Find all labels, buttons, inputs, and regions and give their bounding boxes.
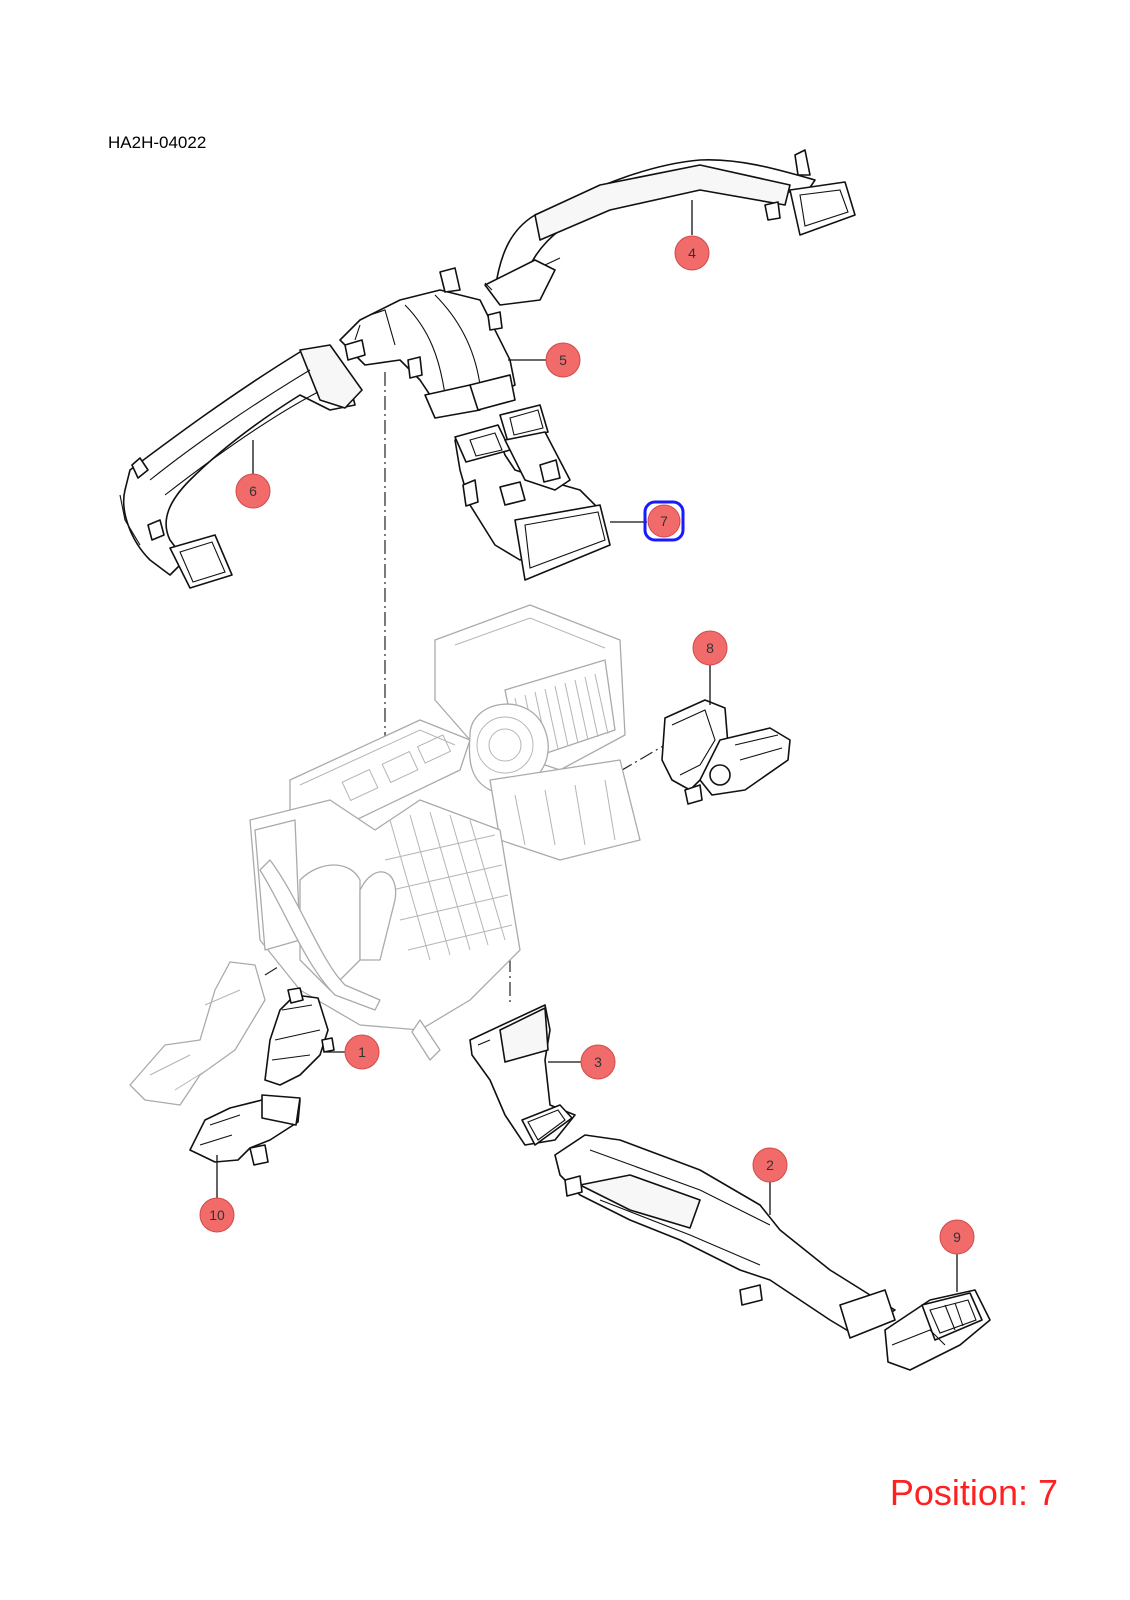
part-3-duct[interactable] — [469, 1004, 576, 1146]
svg-text:7: 7 — [660, 513, 668, 529]
diagram-code: HA2H-04022 — [108, 133, 207, 152]
part-10-duct[interactable] — [189, 1094, 301, 1166]
svg-text:1: 1 — [358, 1044, 366, 1060]
svg-text:4: 4 — [688, 245, 696, 261]
callout-3[interactable]: 3 — [580, 1044, 616, 1080]
part-5-duct[interactable] — [339, 267, 516, 419]
position-indicator: Position: 7 — [889, 1472, 1058, 1513]
part-4-duct[interactable] — [484, 149, 856, 306]
svg-text:6: 6 — [249, 483, 257, 499]
callout-10[interactable]: 10 — [199, 1197, 235, 1233]
part-1-duct[interactable] — [264, 987, 335, 1086]
hvac-unit-ghost — [129, 604, 641, 1106]
svg-text:3: 3 — [594, 1054, 602, 1070]
svg-text:9: 9 — [953, 1229, 961, 1245]
part-7-duct[interactable] — [454, 404, 611, 581]
part-9-grille[interactable] — [884, 1289, 991, 1371]
svg-text:2: 2 — [766, 1157, 774, 1173]
callout-7[interactable]: 7 — [643, 500, 685, 542]
part-2-duct[interactable] — [554, 1134, 896, 1339]
leader-lines — [216, 200, 958, 1292]
part-8-duct[interactable] — [661, 699, 791, 805]
callout-4[interactable]: 4 — [674, 235, 710, 271]
callout-1[interactable]: 1 — [344, 1034, 380, 1070]
svg-text:5: 5 — [559, 352, 567, 368]
callout-5[interactable]: 5 — [545, 342, 581, 378]
selected-callout-outline — [643, 500, 685, 542]
callout-8[interactable]: 8 — [692, 630, 728, 666]
callout-2[interactable]: 2 — [752, 1147, 788, 1183]
svg-text:8: 8 — [706, 640, 714, 656]
callout-6[interactable]: 6 — [235, 473, 271, 509]
svg-text:10: 10 — [209, 1207, 225, 1223]
part-6-duct[interactable] — [119, 344, 363, 589]
callout-9[interactable]: 9 — [939, 1219, 975, 1255]
